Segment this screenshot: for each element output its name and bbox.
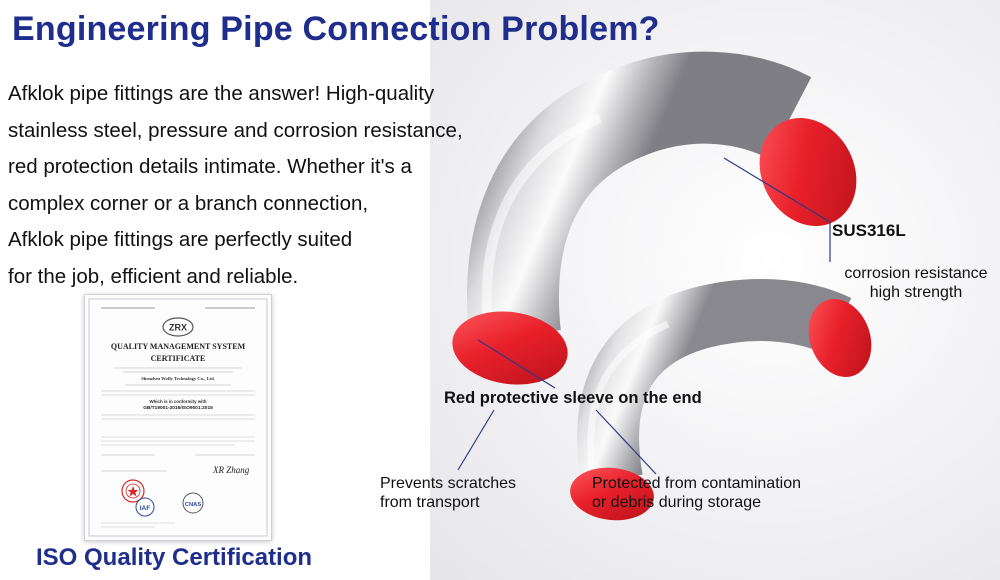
sleeve-leader-line xyxy=(477,339,556,389)
top-end-cap xyxy=(759,118,857,226)
bottom-end-cap xyxy=(452,311,568,385)
storage-line: Protected from contamination xyxy=(592,475,801,492)
storage-leader-line xyxy=(595,409,657,475)
certificate-signature: XR Zhang xyxy=(212,465,250,475)
storage-line: or debris during storage xyxy=(592,494,761,511)
scratch-line: Prevents scratches xyxy=(380,475,517,492)
intro-line: Afklok pipe fittings are the answer! Hig… xyxy=(8,82,435,105)
material-label: SUS316L xyxy=(832,221,906,240)
large-elbow-pipe xyxy=(467,51,812,340)
certificate-logo-text: ZRX xyxy=(169,323,187,333)
certificate-heading-1: QUALITY MANAGEMENT SYSTEM xyxy=(111,342,246,351)
page-title: Engineering Pipe Connection Problem? xyxy=(12,10,660,48)
certificate-logo: ZRX xyxy=(162,317,194,337)
small-top-end-cap xyxy=(808,299,872,377)
cnas-badge: CNAS xyxy=(182,492,204,514)
certification-caption: ISO Quality Certification xyxy=(36,544,313,571)
callout-leader-lines xyxy=(457,157,831,475)
material-leader-line xyxy=(723,157,831,223)
material-prop-line: corrosion resistance xyxy=(844,265,988,282)
scratch-leader-line xyxy=(457,409,495,471)
certificate-graphic: ZRX QUALITY MANAGEMENT SYSTEM CERTIFICAT… xyxy=(88,298,268,537)
iaf-badge: IAF xyxy=(135,497,155,517)
sleeve-label: Red protective sleeve on the end xyxy=(444,389,702,407)
certificate-heading-2: CERTIFICATE xyxy=(151,354,206,363)
certificate-conformity: Which is in conformity with xyxy=(149,399,206,404)
certificate-seal-icon xyxy=(121,479,145,503)
svg-text:IAF: IAF xyxy=(140,505,151,512)
small-elbow-pipe xyxy=(577,279,852,486)
intro-paragraph: Afklok pipe fittings are the answer! Hig… xyxy=(8,76,508,295)
svg-text:CNAS: CNAS xyxy=(185,502,202,508)
intro-line: complex corner or a branch connection, xyxy=(8,191,369,215)
intro-line: red protection details intimate. Whether… xyxy=(8,155,412,178)
scratch-label: Prevents scratches from transport xyxy=(380,474,516,512)
small-bottom-end-cap xyxy=(570,467,654,521)
storage-label: Protected from contamination or debris d… xyxy=(592,474,801,512)
material-prop-line: high strength xyxy=(869,284,963,301)
iso-certificate: ZRX QUALITY MANAGEMENT SYSTEM CERTIFICAT… xyxy=(84,294,272,541)
intro-line: for the job, efficient and reliable. xyxy=(8,264,299,288)
intro-line: stainless steel, pressure and corrosion … xyxy=(8,118,463,142)
certificate-standard: GB/T19001-2016/ISO9001:2015 xyxy=(143,405,213,411)
intro-line: Afklok pipe fittings are perfectly suite… xyxy=(8,228,353,251)
scratch-line: from transport xyxy=(380,494,480,511)
certificate-company: Shenzhen Wofly Technology Co., Ltd. xyxy=(141,376,215,381)
material-props-label: corrosion resistance high strength xyxy=(836,264,996,302)
